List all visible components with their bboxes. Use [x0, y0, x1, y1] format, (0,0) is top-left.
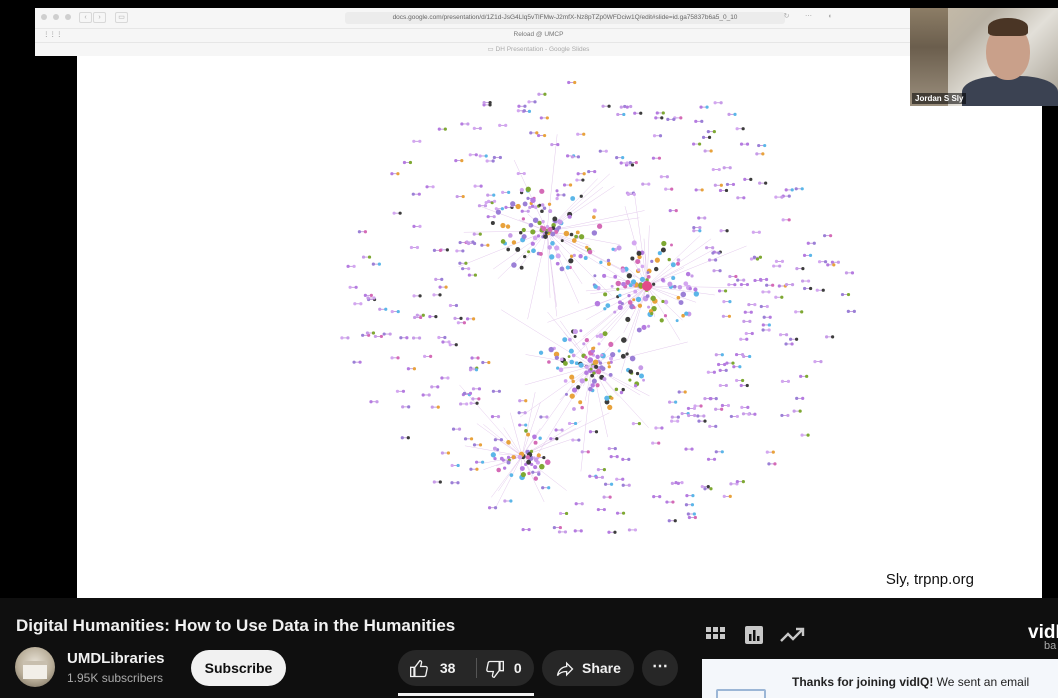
close-window-icon[interactable] [41, 14, 47, 20]
like-button[interactable]: 38 [408, 650, 455, 686]
grid-menu-icon[interactable]: ⋮⋮⋮ [43, 31, 63, 38]
subscribe-button[interactable]: Subscribe [191, 650, 286, 686]
thumbs-down-icon [486, 661, 504, 679]
share-arrow-icon [556, 661, 574, 677]
forward-icon[interactable]: › [93, 12, 106, 23]
back-icon[interactable]: ‹ [79, 12, 92, 23]
share-label: Share [582, 660, 621, 676]
vidiq-banner: Thanks for joining vidIQ! We sent an ema… [702, 659, 1058, 698]
thumbs-up-icon [410, 660, 428, 678]
video-title: Digital Humanities: How to Use Data in t… [16, 616, 456, 635]
slide-credit: Sly, trpnp.org [885, 571, 974, 588]
grid-icon[interactable] [705, 624, 727, 652]
subscriber-count: 1.95K subscribers [67, 671, 164, 685]
shield-icon[interactable]: ◐ [828, 13, 833, 20]
participant-name: Jordan S Sly [912, 93, 967, 104]
like-ratio-bar [398, 693, 534, 696]
like-count: 38 [439, 660, 456, 676]
video-player[interactable]: ‹ › ▭ docs.google.com/presentation/d/1Z1… [0, 0, 1058, 598]
minimize-window-icon[interactable] [53, 14, 59, 20]
dislike-count: 0 [513, 660, 522, 676]
more-actions-button[interactable]: ⋯ [642, 650, 678, 686]
vidiq-subtext: ba [1044, 640, 1057, 652]
banner-heading: Thanks for joining vidIQ! [792, 675, 934, 689]
network-graph [340, 80, 856, 534]
address-bar[interactable]: docs.google.com/presentation/d/1Z1d-JsG4… [345, 12, 785, 24]
browser-chrome: ‹ › ▭ docs.google.com/presentation/d/1Z1… [35, 8, 1042, 56]
trend-arrow-icon[interactable] [779, 624, 805, 652]
dislike-button[interactable]: 0 [484, 650, 522, 686]
document-icon: ▭ [487, 46, 496, 53]
channel-avatar[interactable] [15, 647, 55, 687]
tab-reload[interactable]: Reload @ UMCP [513, 31, 564, 38]
webcam-overlay: Jordan S Sly [910, 8, 1058, 106]
reload-icon[interactable]: ↻ [783, 13, 790, 20]
email-icon [716, 689, 766, 698]
bar-chart-icon[interactable] [743, 624, 765, 652]
more-icon[interactable]: ⋯ [805, 13, 812, 20]
like-dislike-group: 38 0 [398, 650, 534, 686]
maximize-window-icon[interactable] [65, 14, 71, 20]
sidebar-icon[interactable]: ▭ [115, 12, 128, 23]
slide-canvas: Sly, trpnp.org [77, 56, 1042, 598]
share-button[interactable]: Share [542, 650, 634, 686]
banner-text: We sent an email [933, 675, 1030, 689]
vidiq-logo[interactable]: vidI [1028, 622, 1058, 643]
channel-name[interactable]: UMDLibraries [67, 650, 165, 667]
page-title: DH Presentation - Google Slides [495, 46, 590, 53]
